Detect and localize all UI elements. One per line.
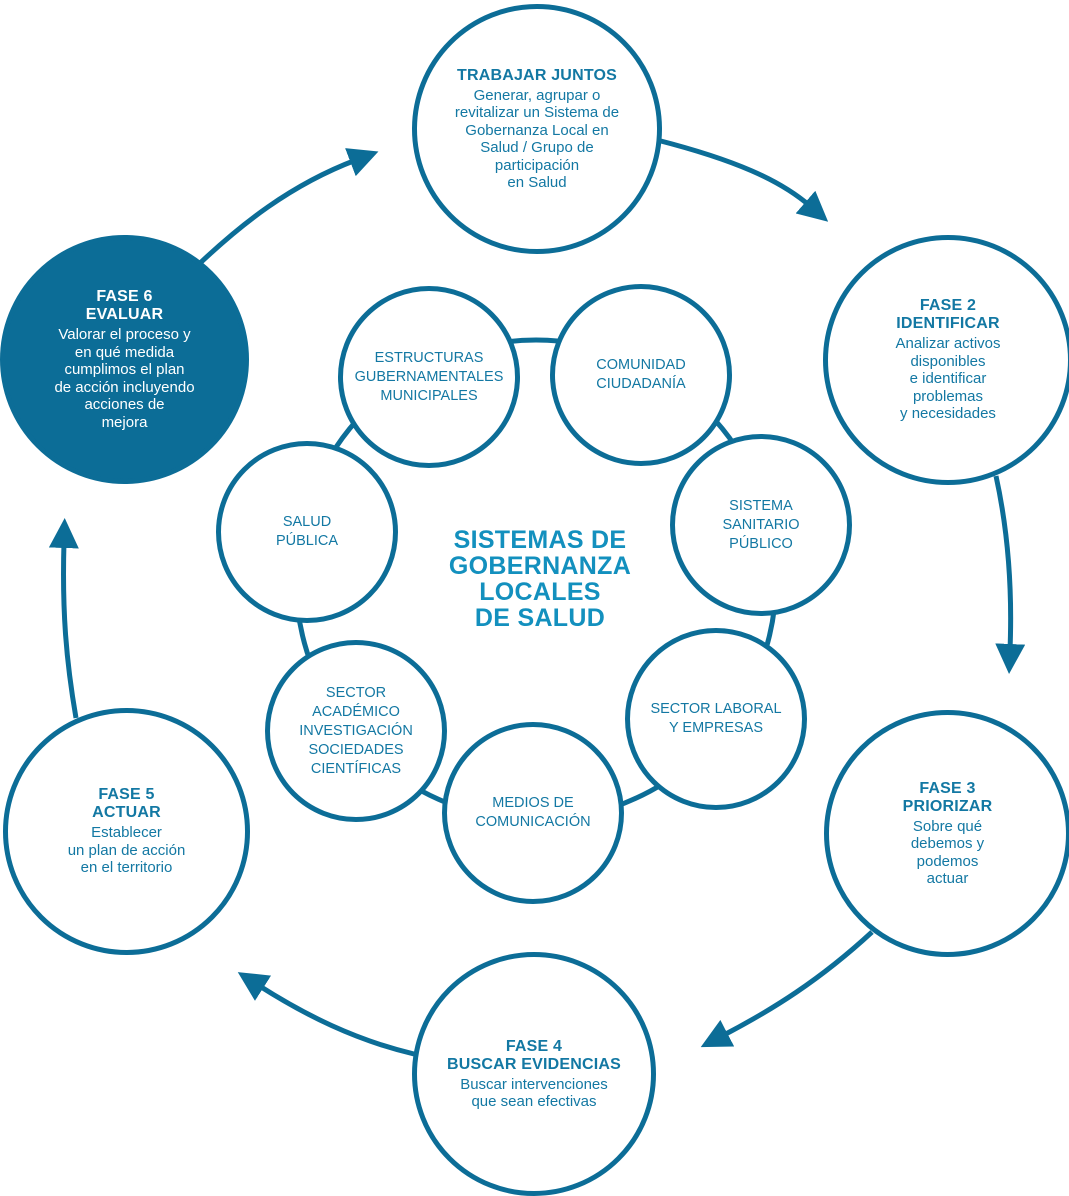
arrow-fase3-to-fase4 bbox=[700, 930, 874, 1048]
actor-label: SECTOR LABORAL Y EMPRESAS bbox=[650, 701, 782, 736]
phase-trabajar-juntos: TRABAJAR JUNTOS Generar, agrupar o revit… bbox=[412, 4, 662, 254]
phase-description: Valorar el proceso y en qué medida cumpl… bbox=[54, 326, 195, 431]
actor-estructuras-gubernamentales: ESTRUCTURAS GUBERNAMENTALES MUNICIPALES bbox=[338, 286, 520, 468]
phase-description: Analizar activos disponibles e identific… bbox=[895, 335, 1001, 423]
arrow-fase2-to-fase3 bbox=[993, 475, 1026, 674]
actor-label: SECTOR ACADÉMICO INVESTIGACIÓN SOCIEDADE… bbox=[299, 684, 413, 777]
phase-2-identificar: FASE 2 IDENTIFICAR Analizar activos disp… bbox=[823, 235, 1069, 485]
actor-salud-publica: SALUD PÚBLICA bbox=[216, 441, 398, 623]
arrow-trabajar-to-fase2 bbox=[656, 137, 829, 222]
phase-5-actuar: FASE 5 ACTUAR Establecer un plan de acci… bbox=[3, 708, 250, 955]
phase-6-evaluar: FASE 6 EVALUAR Valorar el proceso y en q… bbox=[0, 235, 249, 484]
phase-title: TRABAJAR JUNTOS bbox=[456, 66, 618, 84]
actor-medios-comunicacion: MEDIOS DE COMUNICACIÓN bbox=[442, 722, 624, 904]
arrow-fase5-to-fase6 bbox=[48, 518, 79, 719]
phase-title: FASE 2 IDENTIFICAR bbox=[896, 297, 1000, 333]
phase-title: FASE 3 PRIORIZAR bbox=[902, 779, 993, 815]
actor-label: SISTEMA SANITARIO PÚBLICO bbox=[722, 497, 800, 552]
actor-label: SALUD PÚBLICA bbox=[275, 514, 339, 549]
phase-description: Establecer un plan de acción en el terri… bbox=[67, 824, 186, 877]
actor-label: COMUNIDAD CIUDADANÍA bbox=[596, 357, 686, 392]
phase-title: FASE 6 EVALUAR bbox=[85, 288, 164, 323]
phase-title: FASE 5 ACTUAR bbox=[92, 786, 161, 822]
phase-description: Buscar intervenciones que sean efectivas bbox=[460, 1075, 608, 1111]
arrow-fase6-to-trabajar bbox=[195, 148, 379, 268]
actor-comunidad-ciudadania: COMUNIDAD CIUDADANÍA bbox=[550, 284, 732, 466]
arrow-fase4-to-fase5 bbox=[237, 972, 415, 1057]
phase-4-buscar-evidencias: FASE 4 BUSCAR EVIDENCIAS Buscar interven… bbox=[412, 952, 656, 1196]
phase-description: Generar, agrupar o revitalizar un Sistem… bbox=[454, 86, 620, 192]
actor-sector-academico: SECTOR ACADÉMICO INVESTIGACIÓN SOCIEDADE… bbox=[265, 640, 447, 822]
actor-sector-laboral-empresas: SECTOR LABORAL Y EMPRESAS bbox=[625, 628, 807, 810]
phase-3-priorizar: FASE 3 PRIORIZAR Sobre qué debemos y pod… bbox=[824, 710, 1069, 957]
actor-label: MEDIOS DE COMUNICACIÓN bbox=[475, 795, 591, 830]
phase-description: Sobre qué debemos y podemos actuar bbox=[910, 817, 985, 888]
actor-label: ESTRUCTURAS GUBERNAMENTALES MUNICIPALES bbox=[354, 349, 504, 404]
center-title: SISTEMAS DE GOBERNANZA LOCALES DE SALUD bbox=[448, 526, 632, 632]
phase-title: FASE 4 BUSCAR EVIDENCIAS bbox=[446, 1037, 622, 1073]
actor-sistema-sanitario-publico: SISTEMA SANITARIO PÚBLICO bbox=[670, 434, 852, 616]
